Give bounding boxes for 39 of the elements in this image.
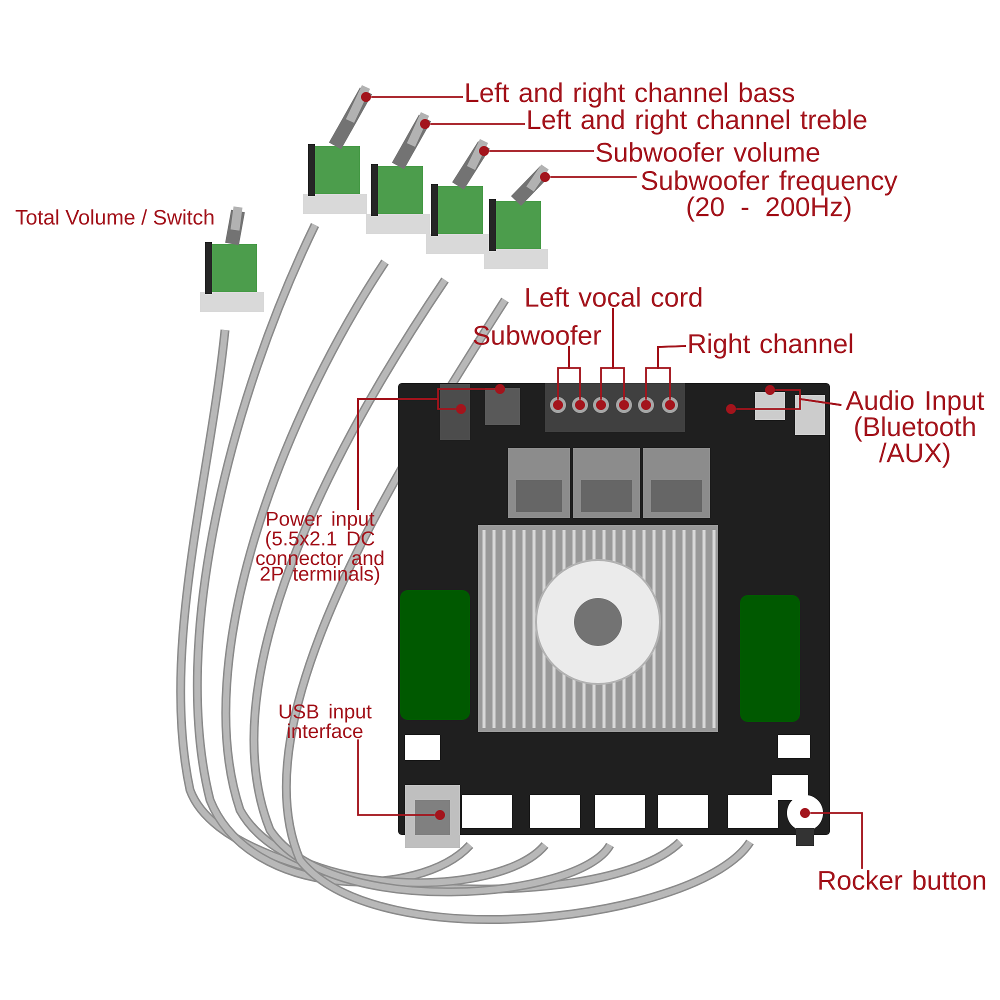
marker-dot bbox=[726, 404, 736, 414]
callout-label: Subwoofer volume bbox=[596, 142, 820, 162]
leader-line bbox=[568, 346, 581, 400]
leader-line bbox=[371, 96, 463, 98]
leader-line bbox=[657, 345, 686, 400]
marker-dot bbox=[665, 400, 676, 410]
callout-label: USB input interface bbox=[280, 704, 372, 738]
callout-label: Audio Input (Bluetooth /AUX) bbox=[846, 390, 984, 468]
leader-line bbox=[810, 812, 863, 869]
marker-dot bbox=[553, 400, 563, 410]
marker-dot bbox=[479, 146, 489, 156]
marker-dot bbox=[540, 172, 550, 182]
callout-label: Left vocal cord bbox=[526, 287, 702, 307]
callout-label: Rocker button bbox=[819, 870, 986, 890]
leader-line bbox=[612, 308, 625, 400]
leader-line bbox=[489, 150, 594, 152]
callout-label: Subwoofer frequency (20 - 200Hz) bbox=[642, 170, 898, 222]
leader-line bbox=[430, 123, 525, 125]
marker-dot bbox=[361, 92, 371, 102]
callout-label: Left and right channel treble bbox=[528, 109, 866, 135]
marker-dot bbox=[765, 385, 775, 395]
callout-label: Total Volume / Switch bbox=[16, 209, 214, 225]
marker-dot bbox=[495, 384, 505, 394]
callout-label: Subwoofer bbox=[474, 325, 602, 345]
marker-dot bbox=[420, 119, 430, 129]
marker-dot bbox=[641, 400, 652, 410]
marker-dot bbox=[619, 400, 629, 410]
marker-dot bbox=[596, 400, 606, 410]
leader-line bbox=[357, 739, 435, 816]
leader-line bbox=[550, 176, 637, 178]
marker-dot bbox=[800, 808, 810, 818]
callout-label: Left and right channel bass bbox=[466, 82, 794, 108]
leader-line bbox=[357, 398, 456, 510]
marker-dot bbox=[456, 404, 466, 414]
callout-label: Power input (5.5x2.1 DC connector and 2P terminals) bbox=[256, 511, 384, 585]
leader-line bbox=[736, 398, 842, 410]
callout-label: Right channel bbox=[689, 333, 852, 359]
marker-dot bbox=[435, 810, 445, 820]
marker-dot bbox=[575, 400, 585, 410]
